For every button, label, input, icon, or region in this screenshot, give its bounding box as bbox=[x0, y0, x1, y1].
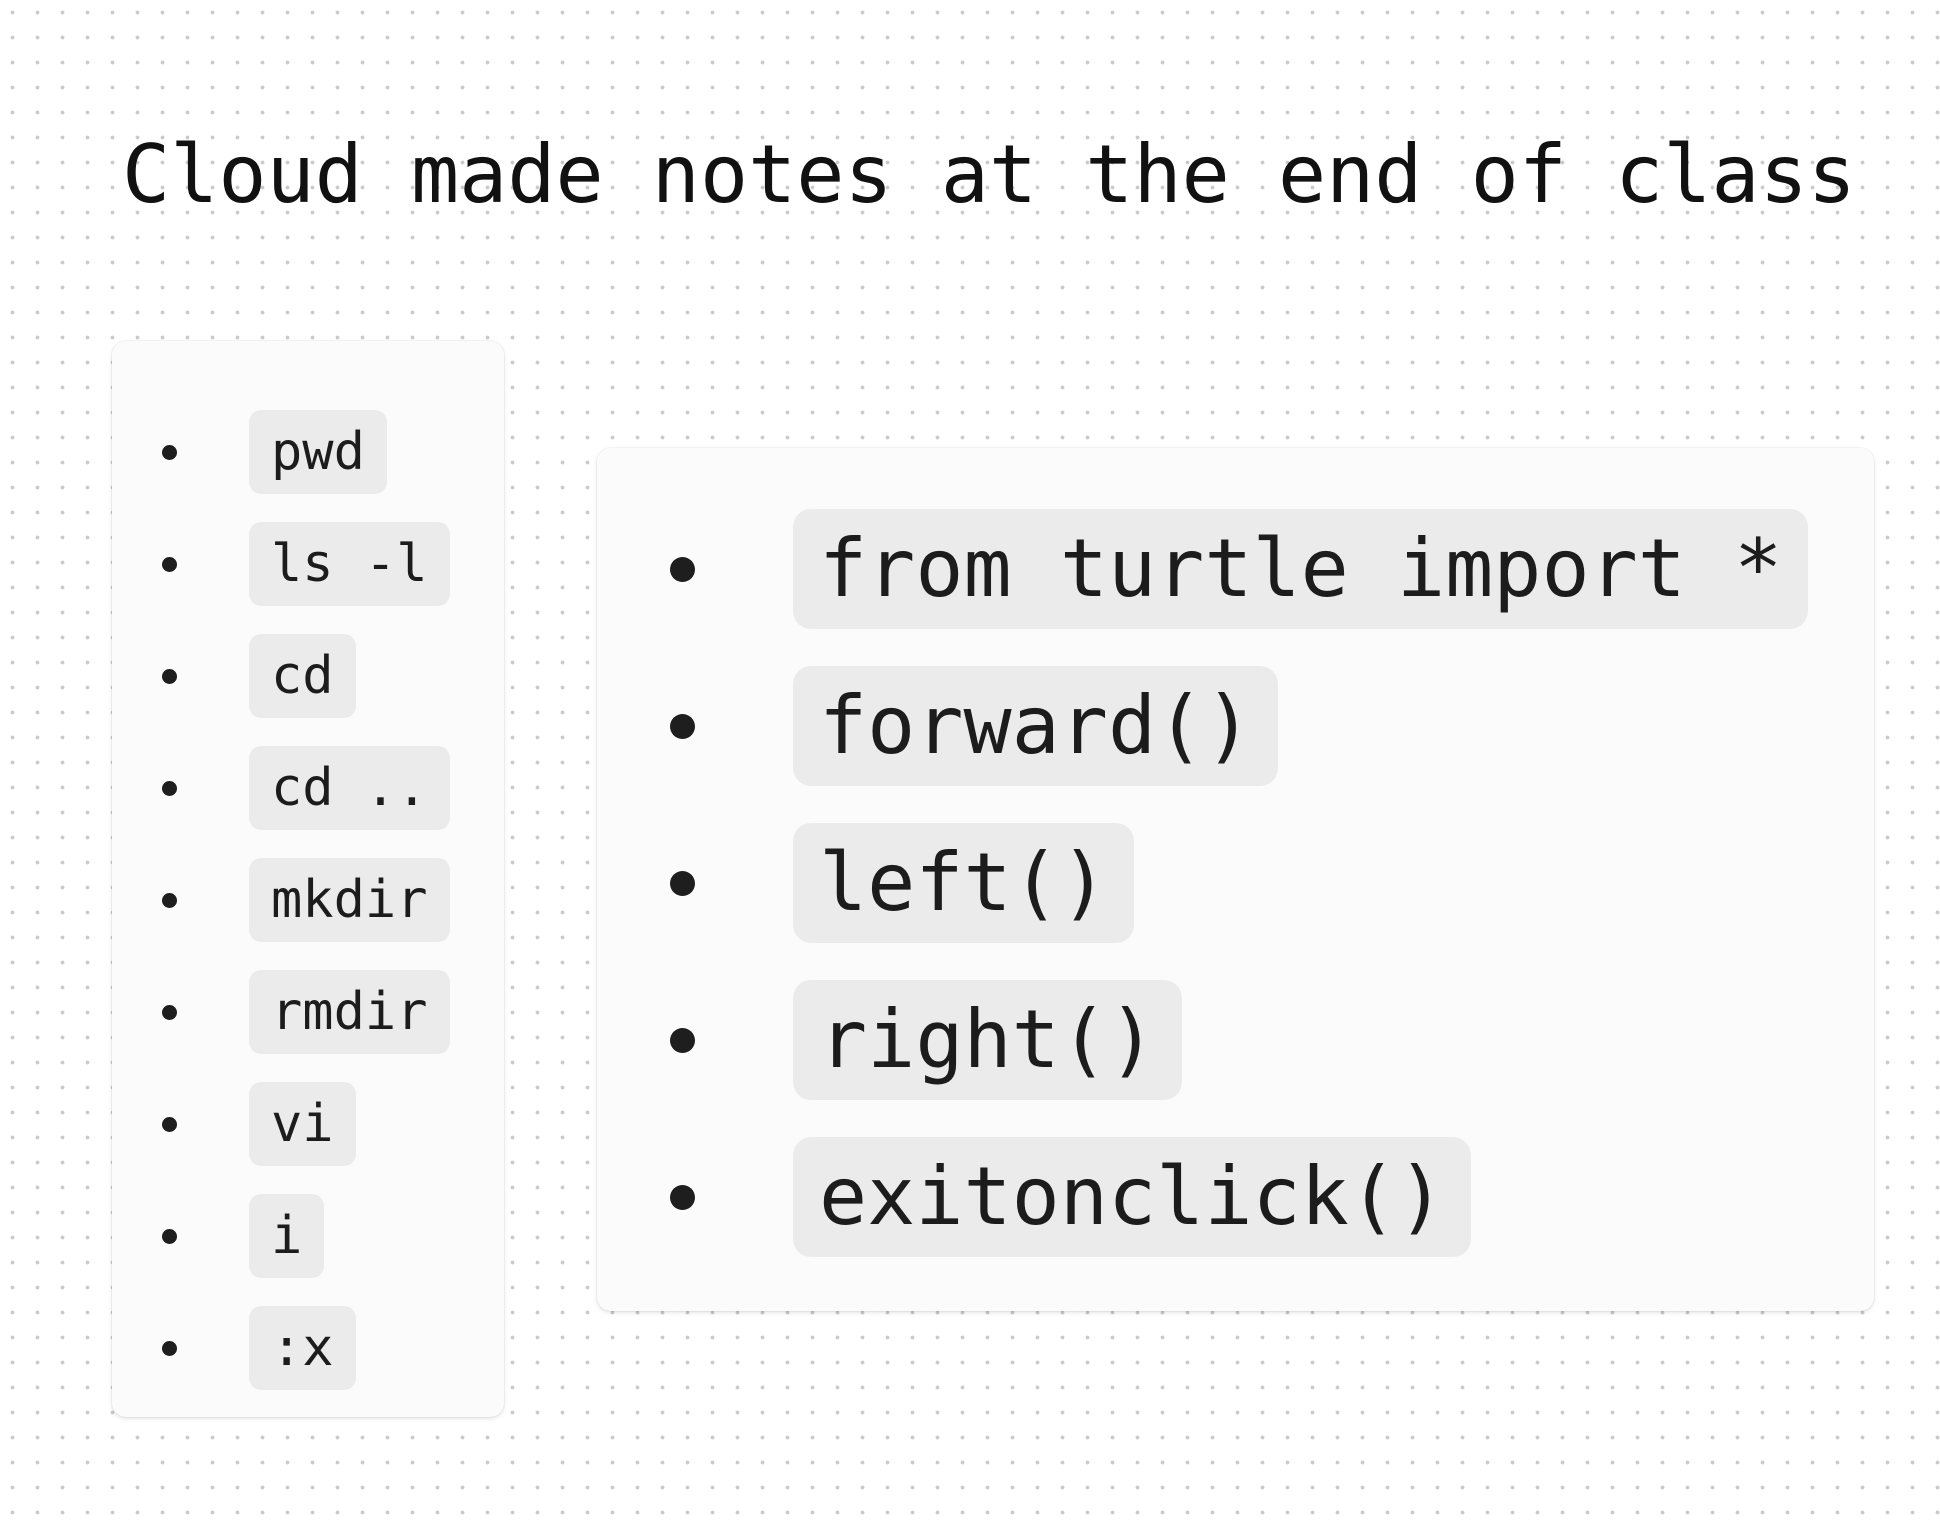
bullet-icon bbox=[670, 1027, 695, 1053]
code-chip[interactable]: exitonclick() bbox=[793, 1136, 1472, 1257]
list-item: exitonclick() bbox=[597, 1118, 1874, 1275]
code-chip[interactable]: :x bbox=[249, 1306, 356, 1390]
code-chip[interactable]: pwd bbox=[249, 410, 387, 494]
list-item: left() bbox=[597, 804, 1874, 961]
list-item: :x bbox=[112, 1292, 504, 1404]
terminal-commands-list: pwd ls -l cd cd .. mkdir rmdir vi i bbox=[112, 396, 504, 1404]
bullet-icon bbox=[162, 781, 177, 796]
code-chip[interactable]: from turtle import * bbox=[793, 508, 1809, 629]
bullet-icon bbox=[162, 557, 177, 572]
bullet-icon bbox=[162, 1117, 177, 1132]
terminal-commands-card[interactable]: pwd ls -l cd cd .. mkdir rmdir vi i bbox=[112, 341, 504, 1417]
bullet-icon bbox=[162, 1005, 177, 1020]
list-item: i bbox=[112, 1180, 504, 1292]
code-chip[interactable]: rmdir bbox=[249, 970, 450, 1054]
bullet-icon bbox=[162, 1229, 177, 1244]
code-chip[interactable]: ls -l bbox=[249, 522, 450, 606]
list-item: vi bbox=[112, 1068, 504, 1180]
bullet-icon bbox=[162, 669, 177, 684]
code-chip[interactable]: cd bbox=[249, 634, 356, 718]
code-chip[interactable]: i bbox=[249, 1194, 325, 1278]
code-chip[interactable]: left() bbox=[793, 822, 1134, 943]
list-item: cd bbox=[112, 620, 504, 732]
bullet-icon bbox=[670, 1184, 695, 1210]
list-item: pwd bbox=[112, 396, 504, 508]
list-item: ls -l bbox=[112, 508, 504, 620]
list-item: right() bbox=[597, 961, 1874, 1118]
bullet-icon bbox=[670, 870, 695, 896]
bullet-icon bbox=[162, 445, 177, 460]
list-item: cd .. bbox=[112, 732, 504, 844]
code-chip[interactable]: forward() bbox=[793, 665, 1279, 786]
bullet-icon bbox=[670, 556, 695, 582]
code-chip[interactable]: right() bbox=[793, 979, 1183, 1100]
list-item: from turtle import * bbox=[597, 490, 1874, 647]
code-chip[interactable]: cd .. bbox=[249, 746, 450, 830]
code-chip[interactable]: vi bbox=[249, 1082, 356, 1166]
bullet-icon bbox=[670, 713, 695, 739]
code-chip[interactable]: mkdir bbox=[249, 858, 450, 942]
bullet-icon bbox=[162, 1341, 177, 1356]
list-item: rmdir bbox=[112, 956, 504, 1068]
list-item: forward() bbox=[597, 647, 1874, 804]
list-item: mkdir bbox=[112, 844, 504, 956]
turtle-commands-list: from turtle import * forward() left() ri… bbox=[597, 490, 1874, 1275]
turtle-commands-card[interactable]: from turtle import * forward() left() ri… bbox=[597, 448, 1874, 1311]
bullet-icon bbox=[162, 893, 177, 908]
page-title: Cloud made notes at the end of class bbox=[122, 128, 1856, 221]
